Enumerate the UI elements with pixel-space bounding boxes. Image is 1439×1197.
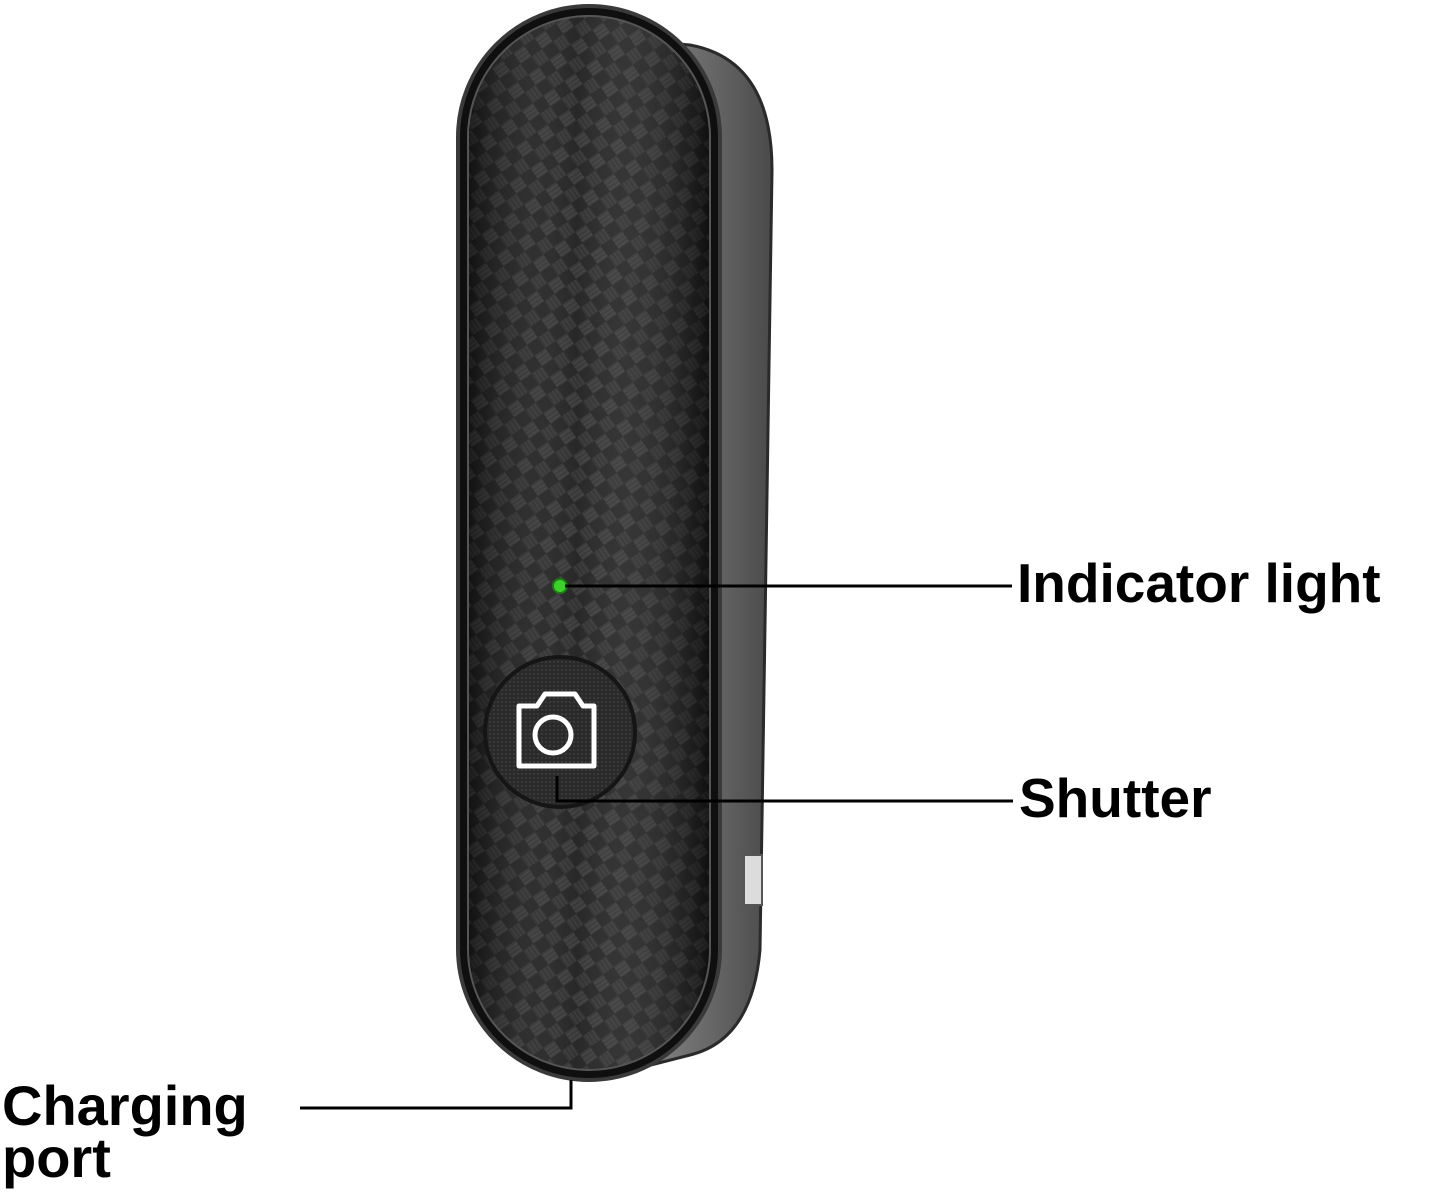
charging-port-label-line1: Charging [2,1074,248,1137]
callout-lines [300,584,1013,1110]
camera-icon [516,691,597,769]
charging-port-label: Charging port [2,1074,292,1189]
device-body [456,4,722,1082]
shutter-label: Shutter [1019,767,1212,829]
charging-leader-line [300,1080,573,1110]
indicator-light [552,578,568,594]
indicator-light-label: Indicator light [1017,552,1381,614]
shutter-button[interactable] [483,655,637,809]
shutter-leader-line [555,776,1013,803]
charging-port-label-line2: port [2,1126,111,1189]
